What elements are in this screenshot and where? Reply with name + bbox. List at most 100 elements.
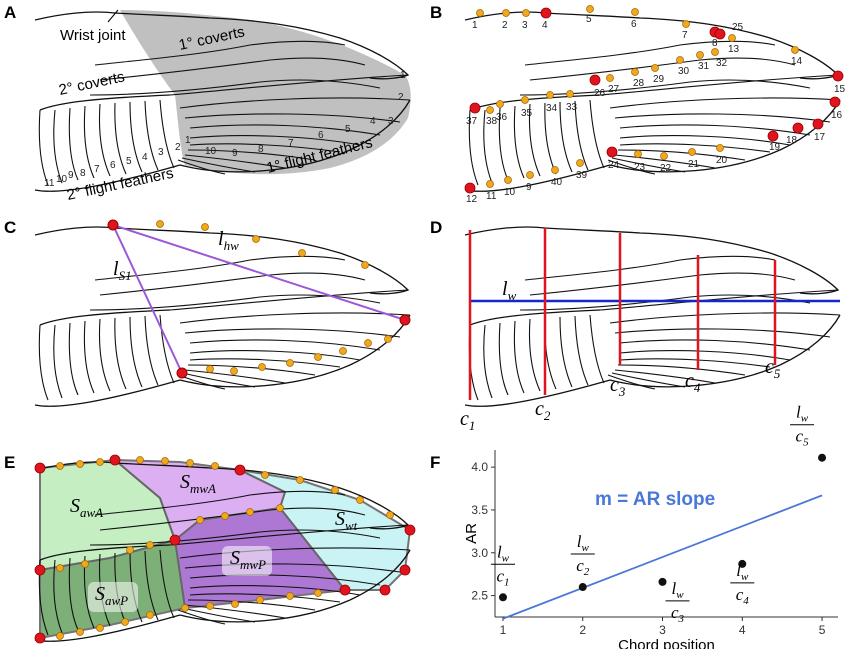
landmark-minor <box>76 628 84 636</box>
landmark-number: 35 <box>521 108 533 119</box>
secondary-number: 8 <box>80 168 86 179</box>
landmark-minor <box>181 604 189 612</box>
primary-number: 8 <box>258 144 264 155</box>
y-tick-label: 3.5 <box>471 503 488 517</box>
panel-label: F <box>430 453 440 472</box>
landmark-minor <box>256 596 264 604</box>
landmark-major <box>812 118 824 130</box>
landmark-minor <box>521 96 529 104</box>
landmark-number: 39 <box>576 170 588 181</box>
point-label-denominator: c4 <box>736 585 750 607</box>
landmark-minor <box>361 261 369 269</box>
chord-label: c4 <box>685 370 701 395</box>
landmark-minor <box>298 249 306 257</box>
wing-drawing <box>34 226 411 407</box>
lw-symbol: lw <box>502 278 517 303</box>
point-label: lw <box>497 542 510 564</box>
landmark-minor <box>476 9 484 17</box>
landmark-minor <box>211 462 219 470</box>
landmark-minor <box>606 74 614 82</box>
landmark-major <box>464 182 476 194</box>
panel-label: B <box>430 3 442 22</box>
point-label-denominator: c1 <box>496 566 509 588</box>
landmark-major <box>540 7 552 19</box>
fit-line <box>502 494 823 620</box>
landmark-number: 34 <box>546 103 558 114</box>
panel-e: E SawA SmwA Swt SmwP SawP <box>4 453 416 644</box>
landmark-minor <box>146 541 154 549</box>
landmark-number: 12 <box>466 194 478 205</box>
landmark-minor <box>96 624 104 632</box>
primary-number: 9 <box>232 148 238 159</box>
data-point <box>578 583 587 592</box>
landmark-number: 2 <box>502 20 508 31</box>
primary-number: 1 <box>400 70 406 81</box>
landmark-number: 23 <box>634 162 646 173</box>
landmark-minor <box>96 458 104 466</box>
label-backdrop <box>88 582 138 612</box>
landmark-minor <box>314 589 322 597</box>
landmark-minor <box>126 546 134 554</box>
landmark-number: 18 <box>786 135 798 146</box>
landmark-minor <box>631 68 639 76</box>
landmark-number: 6 <box>631 19 637 30</box>
landmark-major <box>767 130 779 142</box>
ls1-symbol: lS1 <box>113 258 132 283</box>
region-label-awA: SawA <box>70 495 103 520</box>
landmark-minor <box>156 220 164 228</box>
landmark-minor <box>339 347 347 355</box>
landmark-minor <box>221 512 229 520</box>
landmark-minor <box>206 602 214 610</box>
landmark-minor <box>81 560 89 568</box>
primary-number: 4 <box>370 116 376 127</box>
landmark-minor <box>486 180 494 188</box>
landmark-major <box>832 70 844 82</box>
landmark-minor <box>314 353 322 361</box>
secondary-number: 9 <box>68 170 74 181</box>
point-label-denominator: c2 <box>576 556 590 578</box>
landmark-number: 5 <box>586 14 592 25</box>
landmark-minor <box>121 618 129 626</box>
landmark-number: 36 <box>496 112 508 123</box>
landmark-major <box>109 454 121 466</box>
landmark-minor <box>504 176 512 184</box>
region-label-wt: Swt <box>335 508 358 533</box>
landmark-number: 14 <box>791 56 803 67</box>
s1-length-line <box>112 224 183 374</box>
secondary-number: 1 <box>185 135 191 146</box>
point-label: lw <box>671 579 684 601</box>
landmark-minor <box>261 471 269 479</box>
landmark-major <box>379 584 391 596</box>
region-label-mwP: SmwP <box>230 547 266 572</box>
landmark-minor <box>356 496 364 504</box>
panel-label: E <box>4 453 15 472</box>
region-label-mwA: SmwA <box>180 471 216 496</box>
landmark-number: 38 <box>486 116 498 127</box>
landmark-number: 28 <box>633 78 645 89</box>
panel-label: A <box>4 3 16 22</box>
landmark-points <box>156 220 392 375</box>
landmark-number: 1 <box>472 20 478 31</box>
landmark-major <box>234 464 246 476</box>
landmark-minor <box>146 611 154 619</box>
landmark-major <box>589 74 601 86</box>
chord-label: c5 <box>765 356 781 381</box>
landmark-number: 37 <box>466 116 478 127</box>
landmark-number: 3 <box>522 20 528 31</box>
landmark-minor <box>56 462 64 470</box>
primary-region <box>120 10 411 175</box>
landmark-minor <box>651 64 659 72</box>
y-axis-label: AR <box>463 523 480 544</box>
landmark-minor <box>688 148 696 156</box>
landmark-minor <box>286 359 294 367</box>
landmark-major <box>34 632 46 644</box>
secondary-number: 11 <box>44 178 55 189</box>
landmark-minor <box>682 20 690 28</box>
wrist-pointer <box>107 9 119 23</box>
landmark-major <box>714 28 726 40</box>
landmark-minor <box>634 150 642 158</box>
